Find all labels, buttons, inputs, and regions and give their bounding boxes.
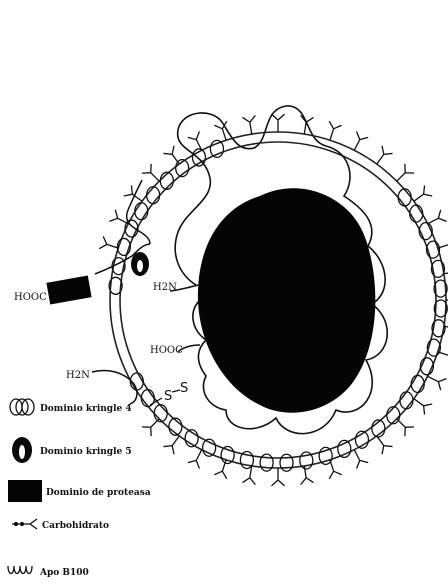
carbohydrate-antenna	[377, 146, 393, 164]
carbohydrate-antenna	[329, 121, 341, 140]
kringle-4-coil	[411, 375, 424, 392]
kringle-4-coil	[400, 392, 413, 409]
carbohydrate-antenna	[214, 121, 226, 140]
legend-label: Dominio kringle 5	[40, 447, 132, 457]
h2n-label-center: H2N	[153, 282, 177, 293]
legend-label: Dominio de proteasa	[46, 488, 151, 498]
kringle-4-coil	[260, 454, 273, 471]
kringle-4-coil	[135, 203, 148, 220]
carbohydrate-icon	[12, 519, 37, 529]
carbohydrate-antenna	[354, 450, 368, 469]
hooc-label-center: HOOC	[150, 345, 183, 356]
carbohydrate-antenna	[188, 131, 202, 150]
protease-domain	[46, 276, 91, 305]
carbohydrate-antenna	[142, 419, 159, 436]
kringle-4-coil	[280, 454, 293, 471]
carbohydrate-antenna	[188, 450, 202, 469]
lipid-core	[198, 188, 375, 412]
sulfur-label-2: S	[180, 381, 188, 396]
carbohydrate-antenna	[397, 419, 414, 436]
hooc-label-left: HOOC	[14, 292, 47, 303]
protease-block-icon	[8, 480, 42, 502]
carbohydrate-antenna	[397, 164, 414, 181]
carbohydrate-antenna	[428, 376, 447, 390]
carbohydrate-antenna	[354, 131, 368, 150]
carbohydrate-antenna	[271, 468, 284, 486]
kringle-4-coil	[240, 452, 253, 469]
carbohydrate-antenna	[99, 236, 118, 248]
carbohydrate-antenna	[109, 210, 128, 224]
carbohydrate-antenna	[329, 460, 341, 479]
apo-a-backbone-lower	[92, 371, 137, 405]
legend-item-kringle-5: Dominio kringle 5	[12, 437, 132, 463]
kringle-5-domain	[131, 252, 149, 276]
h2n-label-left: H2N	[66, 370, 90, 381]
carbohydrate-antenna	[428, 210, 447, 224]
kringle-4-coil	[300, 452, 313, 469]
sulfur-label-1: S	[164, 389, 172, 404]
carbohydrate-antenna	[271, 114, 284, 132]
carbohydrate-antenna	[414, 399, 432, 415]
carbohydrate-antenna	[377, 436, 393, 454]
kringle-4-coil-icon	[10, 399, 34, 415]
kringle-4-coil	[398, 189, 411, 206]
carbohydrate-antenna	[242, 115, 255, 134]
legend-label: Apo B100	[39, 568, 89, 578]
legend-item-protease: Dominio de proteasa	[8, 480, 151, 502]
kringle-4-coil	[154, 405, 167, 422]
carbohydrate-antenna	[163, 436, 179, 454]
kringle-4-coil	[147, 187, 160, 204]
kringle-4-coil	[419, 223, 432, 240]
legend-item-carbohydrate: Carbohidrato	[12, 519, 109, 531]
kringle-4-coil	[410, 205, 423, 222]
legend-item-kringle-4: Dominio kringle 4	[10, 399, 132, 415]
legend-item-apo-b100: Apo B100	[8, 566, 89, 578]
carbohydrate-antenna	[163, 146, 179, 164]
apo-b100-icon	[8, 566, 32, 574]
carbohydrate-antenna	[142, 164, 159, 181]
legend-label: Carbohidrato	[42, 521, 109, 531]
kringle-5-loop-icon	[12, 437, 32, 463]
kringle-4-coil	[420, 358, 433, 375]
carbohydrate-antenna	[414, 185, 432, 201]
legend-label: Dominio kringle 4	[40, 404, 132, 414]
legend: Dominio kringle 4 Dominio kringle 5 Domi…	[8, 399, 151, 578]
